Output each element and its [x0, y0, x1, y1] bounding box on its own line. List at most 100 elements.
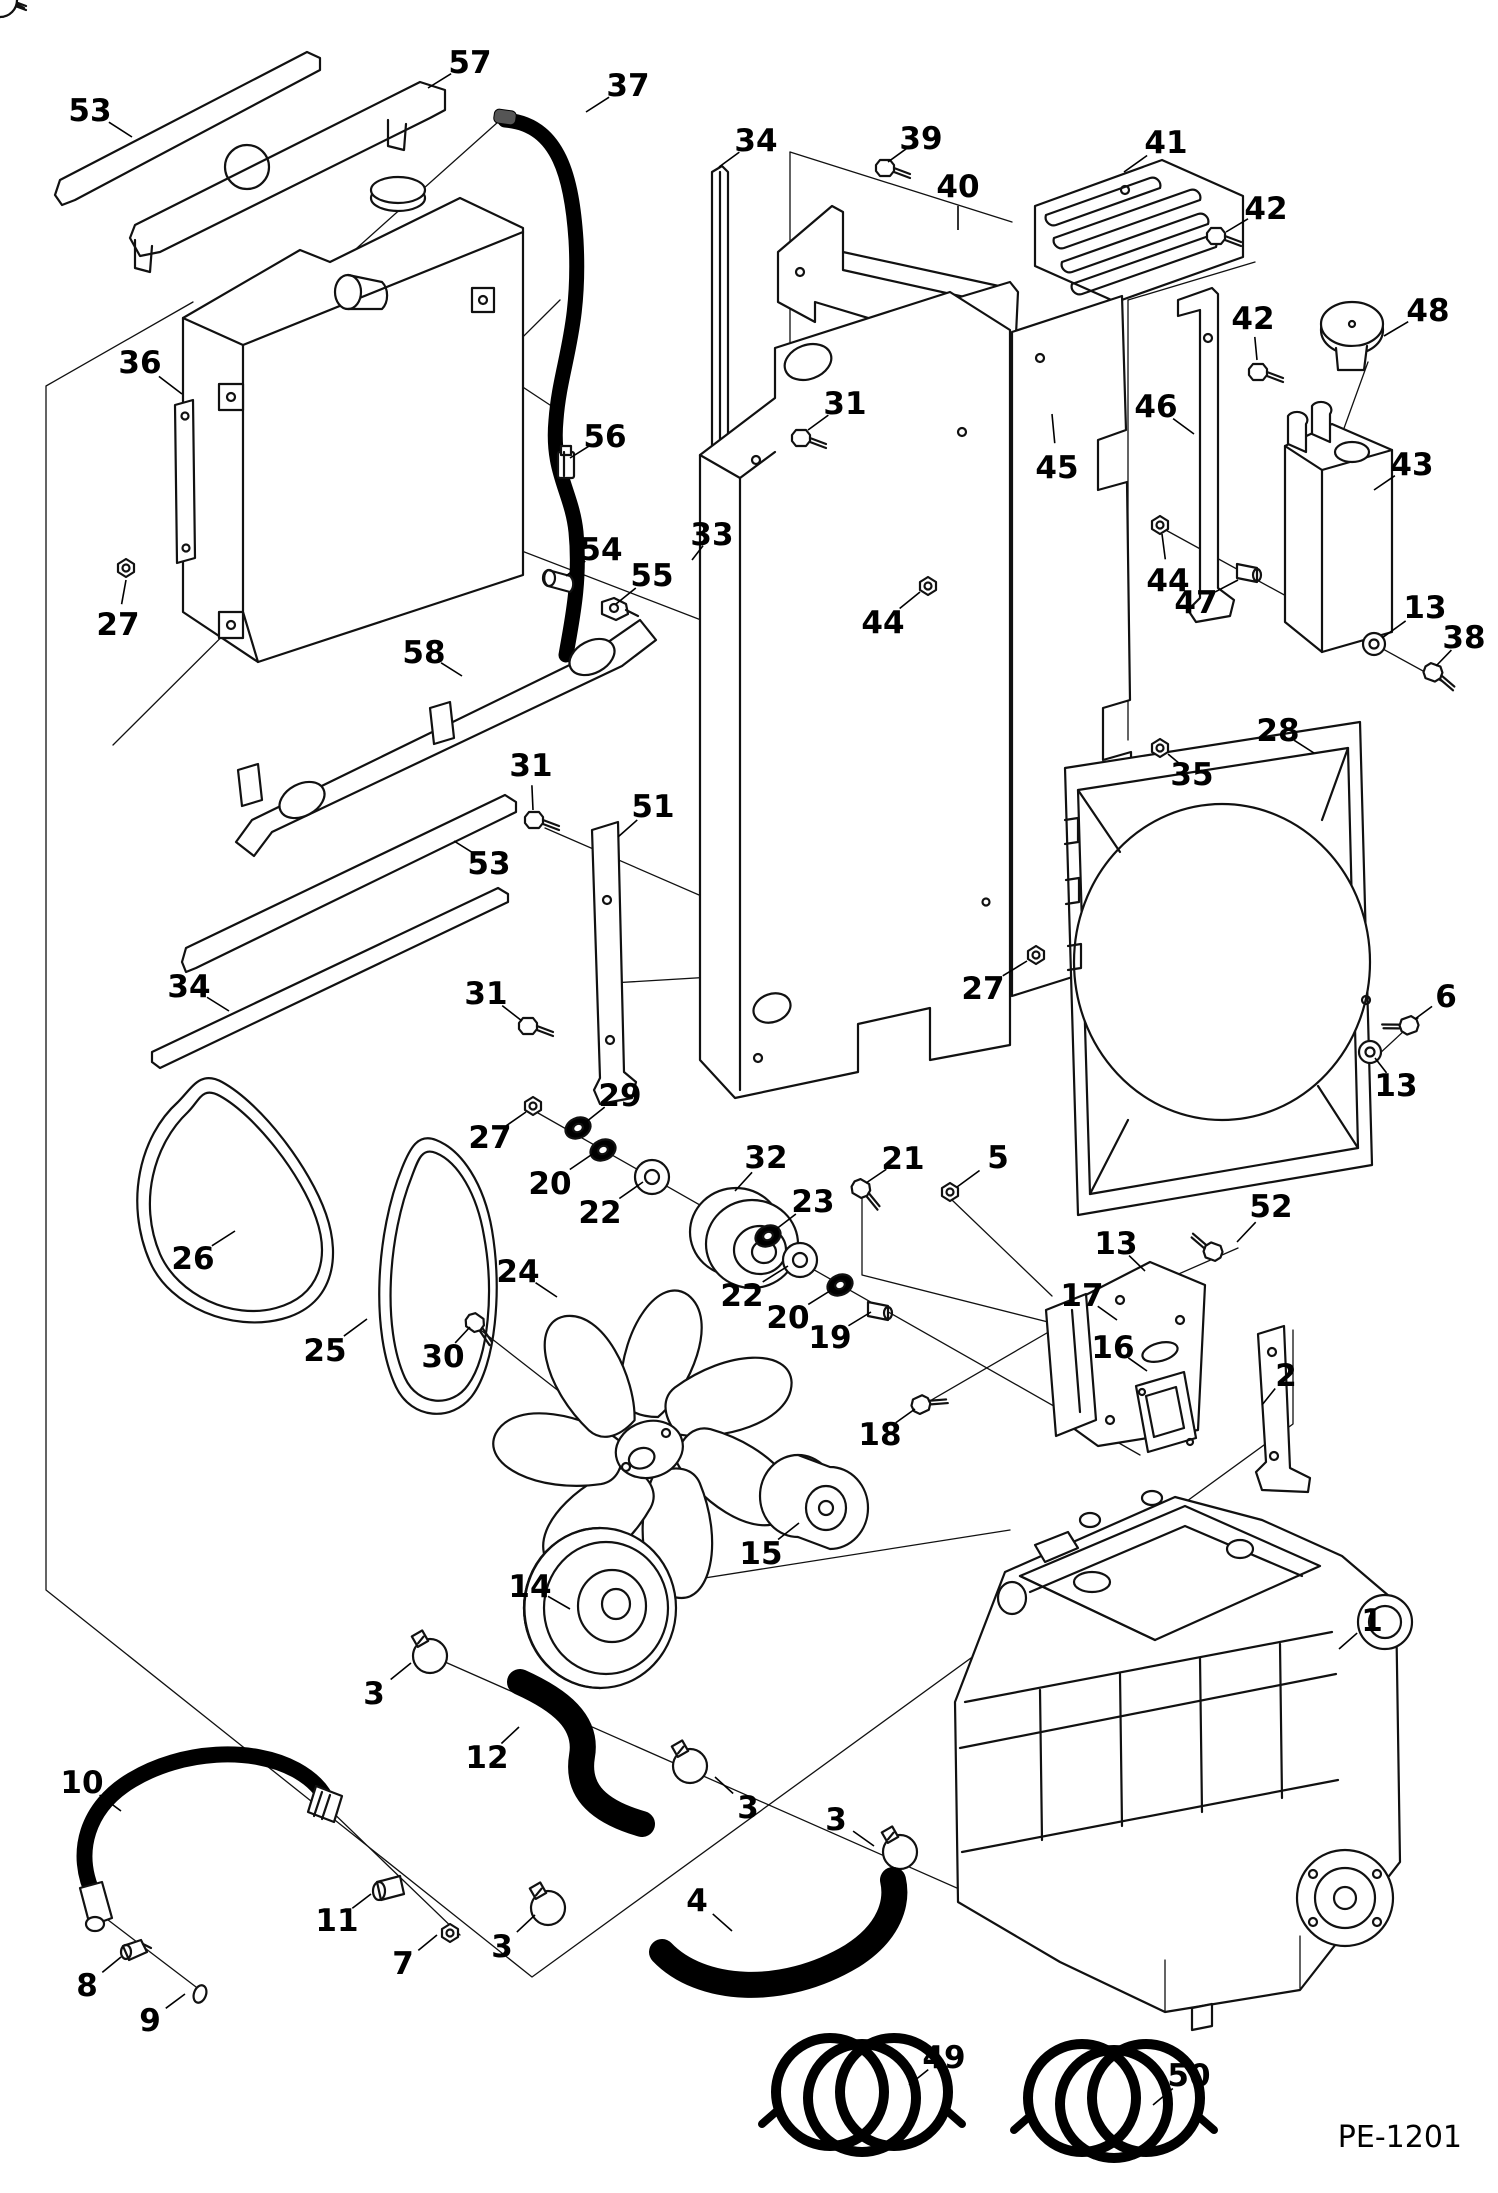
callout-44: 44 — [1146, 563, 1189, 599]
leader-line-51 — [617, 819, 638, 838]
callout-45: 45 — [1035, 450, 1078, 486]
leader-line-31 — [807, 414, 829, 431]
baffle-panel-33 — [698, 290, 1012, 1100]
callout-42: 42 — [1244, 191, 1287, 227]
callout-41: 41 — [1144, 125, 1187, 161]
leader-line-16 — [1127, 1357, 1148, 1372]
reservoir-cap-48 — [1319, 300, 1385, 372]
callout-22: 22 — [720, 1278, 763, 1314]
radiator — [173, 175, 525, 664]
callout-3: 3 — [737, 1790, 759, 1826]
leader-line-46 — [1172, 417, 1195, 435]
leader-line-52 — [1236, 1221, 1257, 1243]
callout-12: 12 — [465, 1740, 508, 1776]
callout-13: 13 — [1403, 590, 1446, 626]
idler-pulley-15 — [758, 1453, 870, 1551]
leader-line-9 — [165, 1993, 186, 2009]
callout-50: 50 — [1167, 2058, 1210, 2094]
callout-34: 34 — [734, 123, 777, 159]
leader-line-22 — [762, 1265, 789, 1283]
page-code: PE-1201 — [1338, 2120, 1462, 2155]
leader-line-14 — [547, 1595, 571, 1610]
callout-58: 58 — [402, 635, 445, 671]
leader-line-1 — [1338, 1632, 1358, 1650]
callout-18: 18 — [858, 1417, 901, 1453]
leader-line-31 — [531, 785, 534, 811]
callout-27: 27 — [961, 971, 1004, 1007]
leader-line-8 — [101, 1956, 122, 1974]
support-bracket-2 — [1254, 1324, 1312, 1494]
hose-clamps-3 — [0, 0, 919, 1927]
callout-37: 37 — [606, 68, 649, 104]
callout-47: 47 — [1174, 585, 1217, 621]
leader-line-28 — [1293, 739, 1315, 754]
cooling-fan-24 — [487, 1289, 809, 1609]
callout-44: 44 — [861, 605, 904, 641]
leader-line-48 — [1383, 321, 1409, 337]
callout-31: 31 — [464, 976, 507, 1012]
callout-34: 34 — [167, 969, 210, 1005]
callout-36: 36 — [118, 345, 161, 381]
fan-shroud-28 — [1063, 720, 1374, 1217]
leader-line-31 — [501, 1004, 523, 1022]
leader-line-20 — [807, 1288, 834, 1306]
coolant-reservoir-43 — [1283, 400, 1394, 654]
callout-19: 19 — [808, 1320, 851, 1356]
callout-40: 40 — [936, 169, 979, 205]
support-strip-51 — [590, 820, 638, 1106]
callout-28: 28 — [1256, 713, 1299, 749]
leader-line-47 — [1214, 579, 1239, 593]
leader-line-3 — [852, 1830, 875, 1847]
leader-line-50 — [1152, 2087, 1174, 2106]
callout-1: 1 — [1361, 1603, 1383, 1639]
callout-23: 23 — [791, 1184, 834, 1220]
leader-line-37 — [585, 96, 610, 113]
leader-line-45 — [1051, 413, 1056, 444]
leader-line-53 — [108, 121, 133, 138]
callout-20: 20 — [528, 1166, 571, 1202]
leader-line-57 — [427, 73, 452, 89]
leader-line-3 — [390, 1662, 412, 1681]
mount-rod-53-second — [180, 793, 518, 974]
radiator-mount-rod-53-top — [53, 50, 322, 207]
callout-53: 53 — [68, 93, 111, 129]
callout-51: 51 — [631, 789, 674, 825]
callout-39: 39 — [899, 121, 942, 157]
callout-30: 30 — [421, 1339, 464, 1375]
callout-13: 13 — [1374, 1068, 1417, 1104]
leader-line-32 — [734, 1171, 753, 1192]
leader-line-34 — [718, 151, 740, 168]
radiator-hose-12 — [507, 1669, 655, 1837]
leader-line-4 — [712, 1913, 733, 1932]
leader-line-5 — [956, 1169, 981, 1188]
callout-24: 24 — [496, 1254, 539, 1290]
leader-line-38 — [1435, 649, 1452, 667]
callout-22: 22 — [578, 1195, 621, 1231]
stiffener-strip-34-left — [150, 886, 510, 1070]
leader-line-27 — [1002, 960, 1028, 977]
leader-line-56 — [569, 445, 590, 459]
leader-line-12 — [500, 1726, 520, 1745]
water-pump-pulley-32 — [688, 1186, 800, 1290]
leader-line-43 — [1373, 475, 1396, 491]
callout-27: 27 — [468, 1120, 511, 1156]
hose-assembly-10 — [76, 1746, 344, 1933]
leader-line-7 — [417, 1934, 438, 1952]
leader-line-44 — [1161, 533, 1167, 560]
callout-16: 16 — [1091, 1330, 1134, 1366]
reservoir-strap-46 — [1176, 286, 1236, 624]
leader-line-6 — [1414, 1005, 1433, 1020]
callout-57: 57 — [448, 45, 491, 81]
radiator-hose-4 — [649, 1867, 908, 1998]
leader-line-58 — [440, 662, 463, 677]
leader-line-3 — [714, 1776, 734, 1795]
callout-38: 38 — [1442, 620, 1485, 656]
callout-4: 4 — [686, 1883, 708, 1919]
leader-line-34 — [206, 996, 230, 1012]
leader-line-54 — [565, 560, 586, 577]
leader-line-13 — [1381, 620, 1407, 639]
callout-11: 11 — [315, 1903, 358, 1939]
callout-53: 53 — [467, 846, 510, 882]
